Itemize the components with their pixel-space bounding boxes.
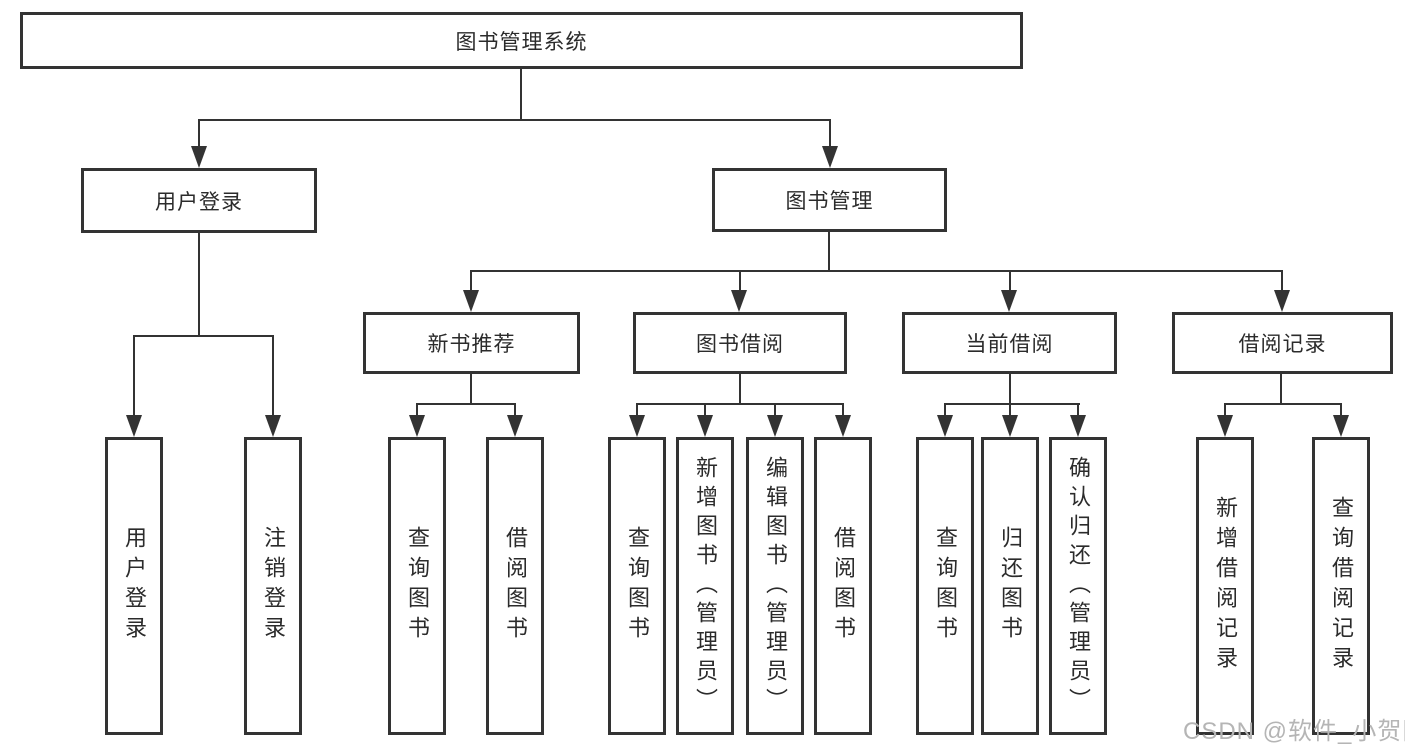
- connector-group-hline: [416, 403, 516, 405]
- arrow-down-icon: [265, 415, 281, 437]
- node-label: 编辑图书（管理员）: [763, 455, 788, 717]
- node-label: 用户登录: [155, 190, 243, 214]
- node-label: 用户登录: [122, 526, 147, 646]
- node-borrow-records: 借阅记录: [1172, 312, 1393, 374]
- leaf-borrow-books: 借阅图书: [814, 437, 872, 735]
- node-label: 图书管理: [785, 190, 874, 213]
- arrow-down-icon: [1333, 415, 1349, 437]
- leaf-logout: 注销登录: [244, 437, 302, 735]
- node-new-book-recommend: 新书推荐: [363, 312, 580, 374]
- arrow-down-icon: [822, 146, 838, 168]
- connector-group-hline: [944, 403, 1080, 405]
- connector-group-stem: [1280, 374, 1282, 405]
- node-user-login: 用户登录: [81, 168, 317, 233]
- arrow-down-icon: [767, 415, 783, 437]
- connector-leaf-stem: [774, 403, 776, 417]
- node-current-borrow: 当前借阅: [902, 312, 1117, 374]
- connector-leaf-stem: [1077, 403, 1079, 417]
- node-label: 图书管理系统: [455, 30, 588, 54]
- connector-leaf-stem: [133, 335, 135, 417]
- node-label: 图书借阅: [696, 333, 784, 356]
- connector-leaf-stem: [1224, 403, 1226, 417]
- csdn-watermark: CSDN @软件_小贺同学: [1183, 718, 1405, 745]
- connector-user-login-down: [198, 233, 200, 337]
- connector-root-hline: [198, 119, 831, 121]
- connector-leaf-stem: [416, 403, 418, 417]
- node-label: 查询图书: [933, 526, 958, 646]
- arrow-down-icon: [1217, 415, 1233, 437]
- leaf-add-books-admin: 新增图书（管理员）: [676, 437, 734, 735]
- connector-leaf-stem: [704, 403, 706, 417]
- arrow-down-icon: [126, 415, 142, 437]
- node-book-management: 图书管理: [712, 168, 947, 232]
- leaf-confirm-return-admin: 确认归还（管理员）: [1049, 437, 1107, 735]
- leaf-query-borrow-record: 查询借阅记录: [1312, 437, 1370, 735]
- connector-leaf-stem: [636, 403, 638, 417]
- leaf-return-books: 归还图书: [981, 437, 1039, 735]
- leaf-query-books-current: 查询图书: [916, 437, 974, 735]
- connector-root-stem: [520, 69, 522, 120]
- arrow-down-icon: [463, 290, 479, 312]
- connector-book-borrow-stem: [739, 270, 741, 292]
- leaf-borrow-books-recommend: 借阅图书: [486, 437, 544, 735]
- node-book-borrow: 图书借阅: [633, 312, 847, 374]
- leaf-user-login: 用户登录: [105, 437, 163, 735]
- connector-leaf-stem: [514, 403, 516, 417]
- arrow-down-icon: [1001, 290, 1017, 312]
- leaf-add-borrow-record: 新增借阅记录: [1196, 437, 1254, 735]
- node-label: 查询图书: [625, 526, 650, 646]
- node-label: 当前借阅: [965, 333, 1054, 356]
- leaf-query-books-recommend: 查询图书: [388, 437, 446, 735]
- connector-level3-hline: [470, 270, 1282, 272]
- leaf-query-books-borrow: 查询图书: [608, 437, 666, 735]
- node-label: 借阅图书: [831, 526, 856, 646]
- node-label: 借阅记录: [1238, 333, 1327, 356]
- connector-leaf-stem: [944, 403, 946, 417]
- connector-group-stem: [470, 374, 472, 405]
- connector-leaf-stem: [1340, 403, 1342, 417]
- connector-new-book-stem: [470, 270, 472, 292]
- connector-current-borrow-stem: [1009, 270, 1011, 292]
- arrow-down-icon: [629, 415, 645, 437]
- arrow-down-icon: [191, 146, 207, 168]
- node-label: 新增图书（管理员）: [693, 455, 718, 717]
- node-label: 注销登录: [261, 526, 286, 646]
- connector-user-login-hline: [133, 335, 274, 337]
- connector-book-mgmt-down: [828, 232, 830, 272]
- node-label: 确认归还（管理员）: [1066, 455, 1091, 717]
- arrow-down-icon: [1002, 415, 1018, 437]
- arrow-down-icon: [1274, 290, 1290, 312]
- node-label: 新书推荐: [427, 333, 516, 356]
- connector-group-hline: [636, 403, 844, 405]
- connector-leaf-stem: [272, 335, 274, 417]
- arrow-down-icon: [731, 290, 747, 312]
- arrow-down-icon: [409, 415, 425, 437]
- arrow-down-icon: [937, 415, 953, 437]
- connector-leaf-stem: [1009, 403, 1011, 417]
- node-label: 查询图书: [405, 526, 430, 646]
- node-library-management-system: 图书管理系统: [20, 12, 1023, 69]
- arrow-down-icon: [1070, 415, 1086, 437]
- node-label: 新增借阅记录: [1213, 496, 1238, 676]
- connector-group-stem: [739, 374, 741, 405]
- leaf-edit-books-admin: 编辑图书（管理员）: [746, 437, 804, 735]
- arrow-down-icon: [507, 415, 523, 437]
- arrow-down-icon: [697, 415, 713, 437]
- arrow-down-icon: [835, 415, 851, 437]
- node-label: 借阅图书: [503, 526, 528, 646]
- connector-borrow-record-stem: [1281, 270, 1283, 292]
- connector-book-mgmt-stem: [829, 119, 831, 148]
- connector-user-login-stem: [198, 119, 200, 148]
- connector-leaf-stem: [842, 403, 844, 417]
- node-label: 归还图书: [998, 526, 1023, 646]
- node-label: 查询借阅记录: [1329, 496, 1354, 676]
- connector-group-stem: [1009, 374, 1011, 405]
- connector-group-hline: [1224, 403, 1342, 405]
